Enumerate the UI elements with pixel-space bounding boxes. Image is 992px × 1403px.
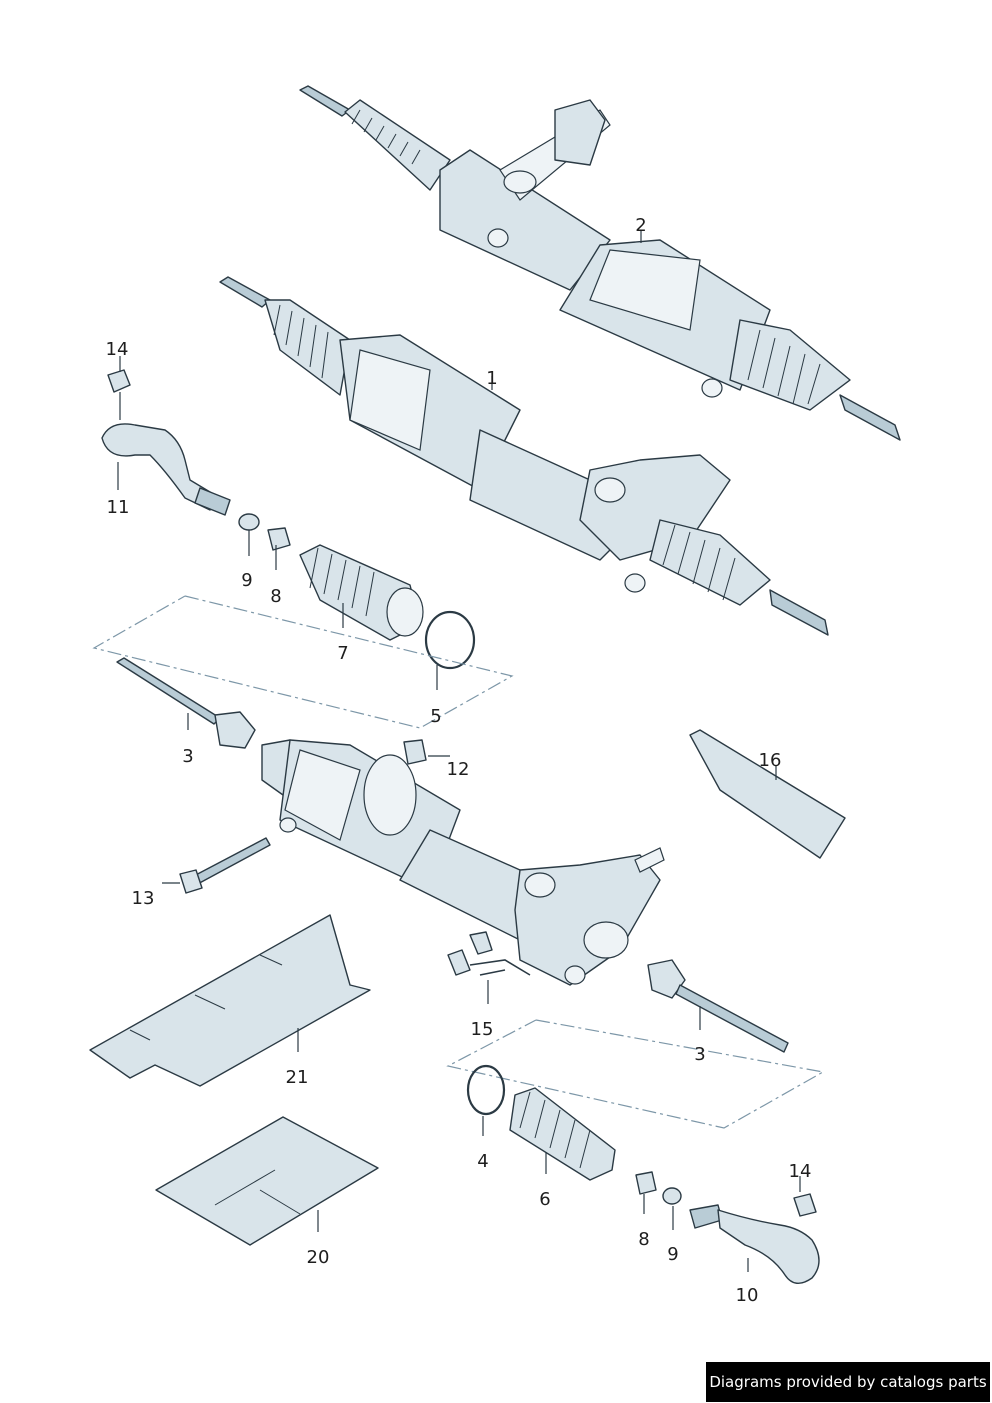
callout-21: 21 [286,1067,309,1088]
callout-9-top: 9 [241,570,252,591]
nut-9b [662,1187,682,1205]
clamp-8a [267,527,291,551]
tie-rod-end-11 [101,369,231,516]
diagram-credit-badge: Diagrams provided by catalogs parts [706,1362,990,1402]
leader-lines [117,231,801,1272]
callout-20: 20 [307,1247,330,1268]
credit-text: Diagrams provided by catalogs parts [709,1373,987,1391]
callout-4: 4 [477,1151,488,1172]
sensor-15 [447,931,531,976]
callout-3-left: 3 [182,746,193,767]
callout-5: 5 [430,706,441,727]
steering-gear-2 [299,85,901,441]
callout-6: 6 [539,1189,550,1210]
tie-rod-3a [116,657,256,749]
steering-gear-exploded [261,739,665,986]
callout-labels: 2 1 14 11 9 8 7 5 3 12 16 13 15 3 21 4 6… [106,215,812,1306]
callout-11: 11 [107,497,130,518]
nut-12 [403,739,427,765]
grease-16 [689,729,846,859]
callout-2: 2 [635,215,646,236]
callout-10: 10 [736,1285,759,1306]
nut-9a [238,513,260,531]
callout-8-bottom: 8 [638,1229,649,1250]
steering-gear-1 [219,276,829,636]
boot-7 [299,544,424,641]
callout-14-bottom: 14 [789,1161,812,1182]
clamp-4 [466,1064,506,1116]
callout-13: 13 [132,888,155,909]
heat-shield-20 [155,1116,379,1246]
tie-rod-3b [647,959,789,1053]
clamp-5 [424,610,476,670]
callout-8-top: 8 [270,586,281,607]
callout-1: 1 [486,368,497,389]
boot-6 [509,1087,616,1181]
callout-12: 12 [447,759,470,780]
clamp-8b [635,1171,657,1195]
tie-rod-end-10 [689,1193,820,1284]
bolt-13 [179,837,271,894]
callout-9-bottom: 9 [667,1244,678,1265]
callout-16: 16 [759,750,782,771]
callout-14-top: 14 [106,339,129,360]
callout-15: 15 [471,1019,494,1040]
heat-shield-21 [89,914,371,1087]
callout-3-right: 3 [694,1044,705,1065]
callout-7: 7 [337,643,348,664]
